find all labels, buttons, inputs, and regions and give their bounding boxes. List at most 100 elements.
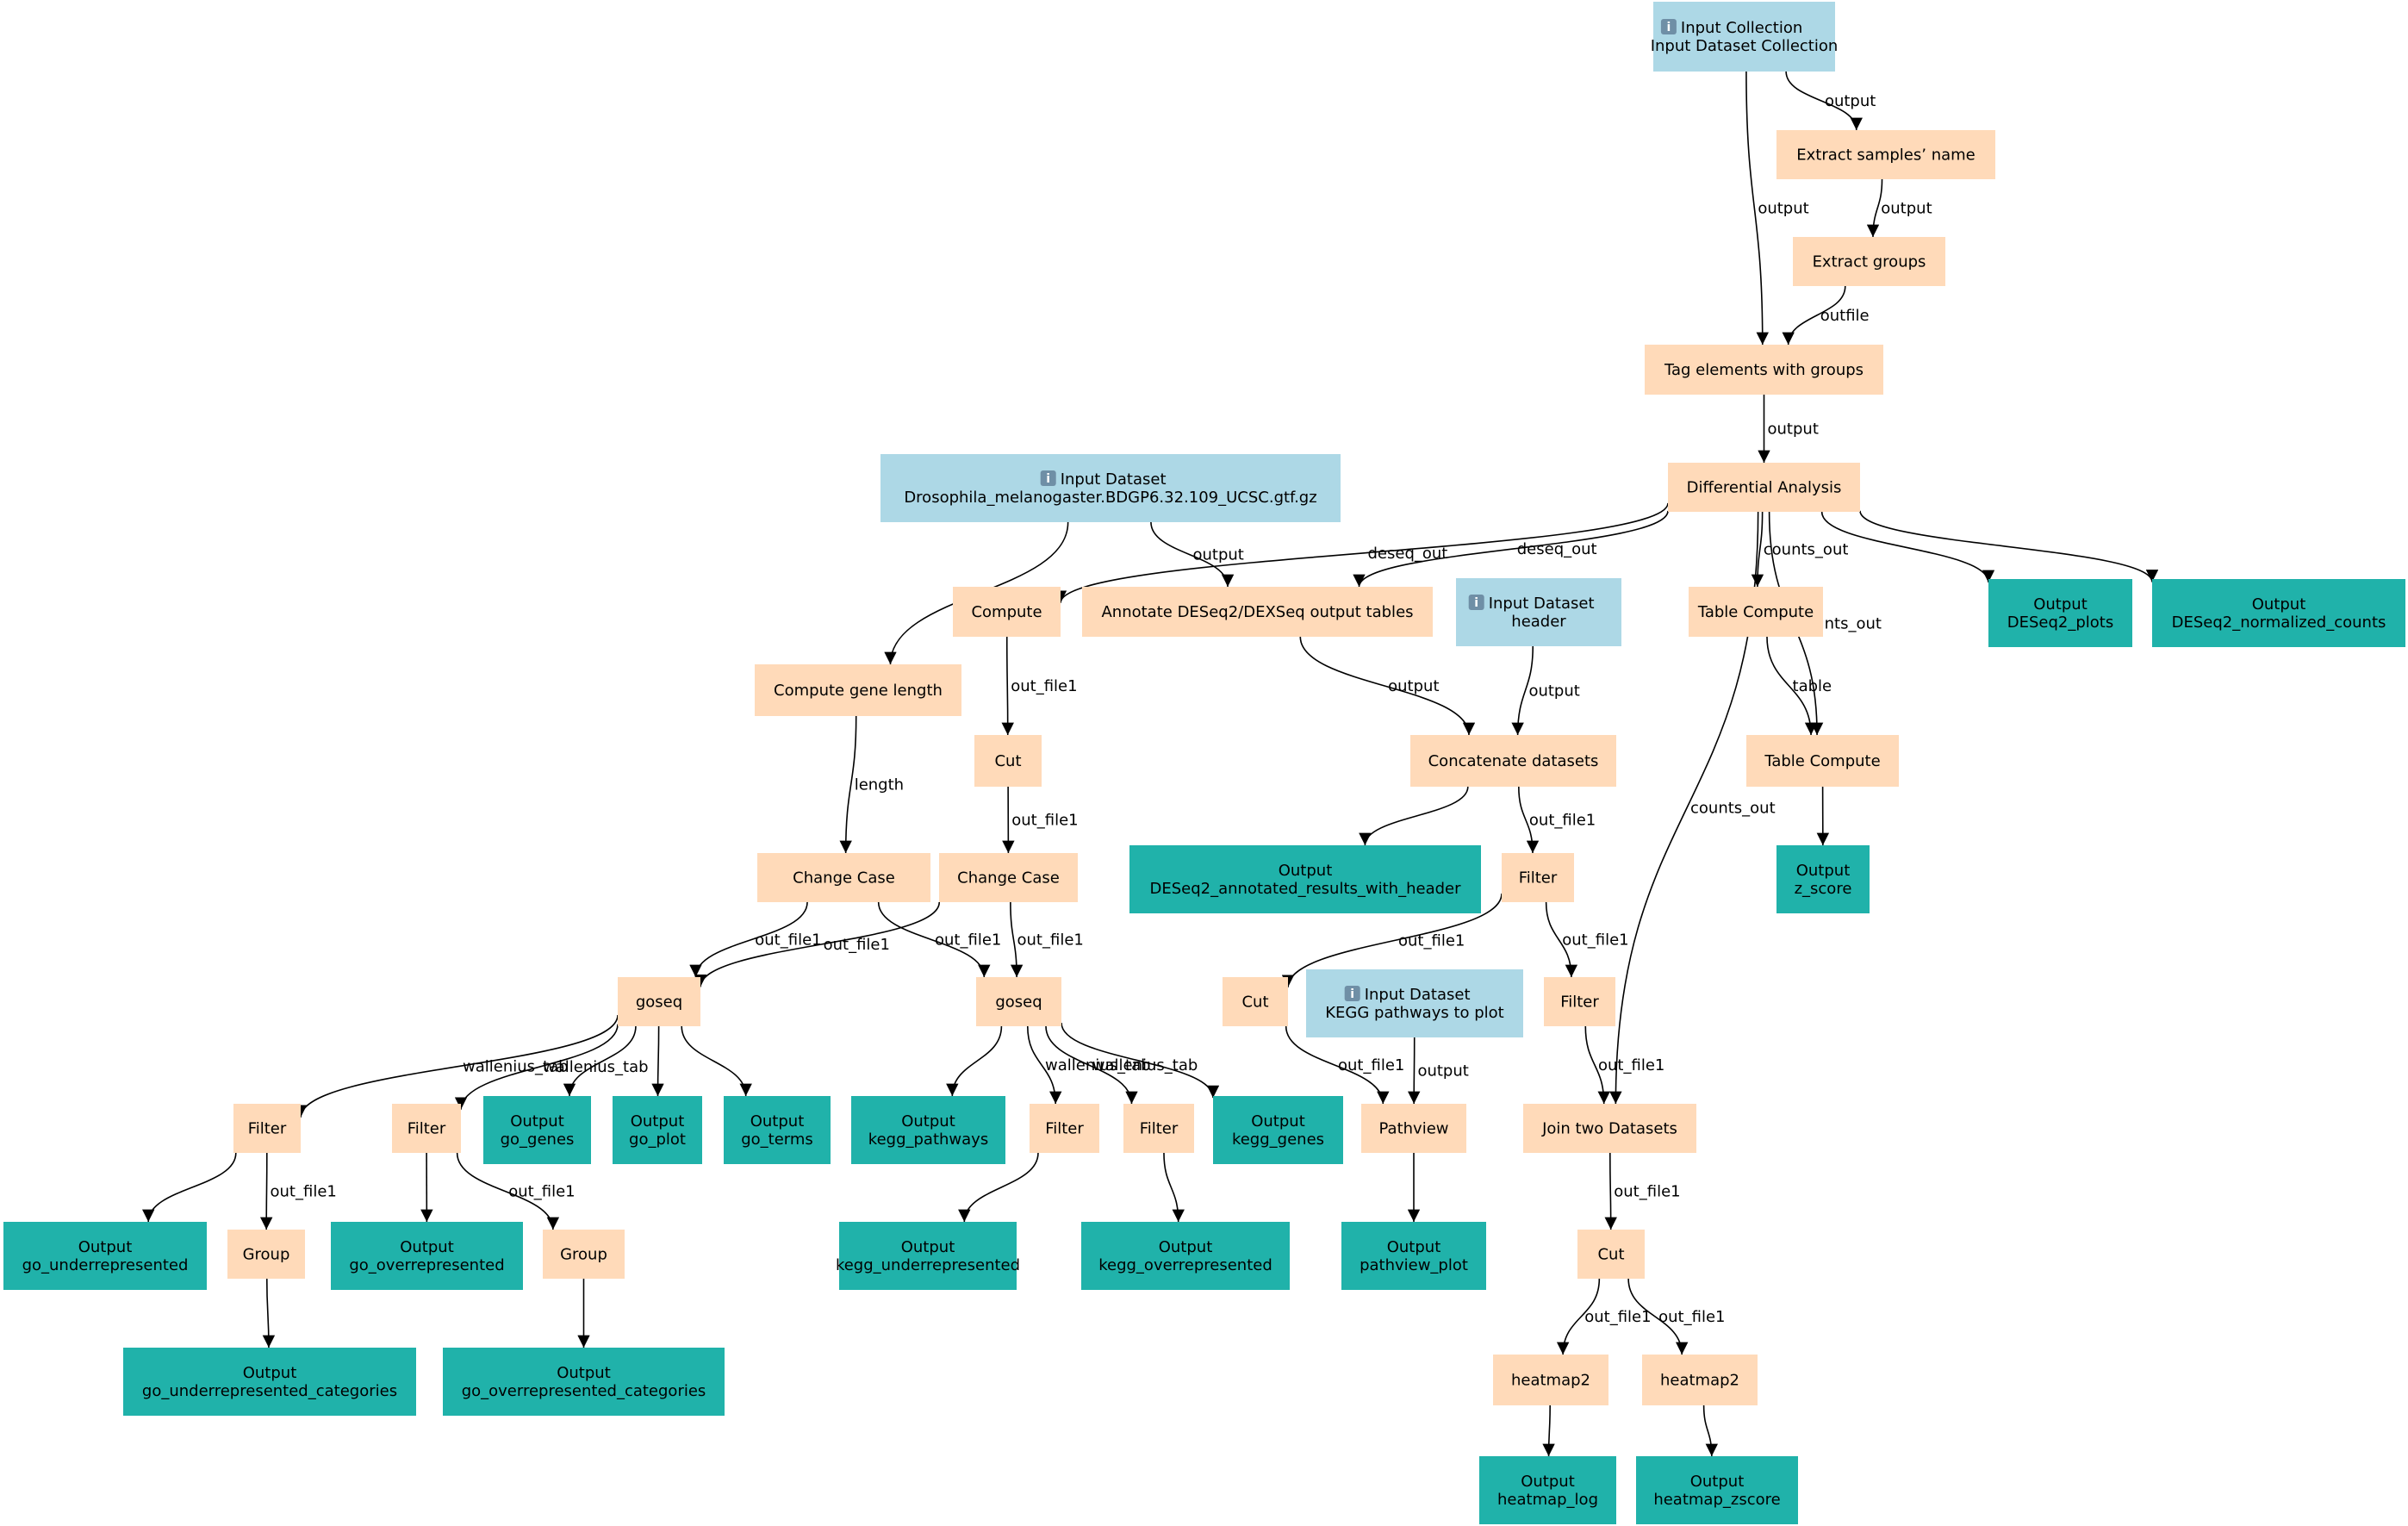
step-node-pathview[interactable]: Pathview (1361, 1104, 1466, 1153)
output-node-deseq2-annotated-results-with-header[interactable]: OutputDESeq2_annotated_results_with_head… (1129, 845, 1481, 913)
edge-line (1359, 786, 1469, 846)
node-title: Output (901, 1238, 955, 1256)
edge-label: output (1758, 200, 1808, 218)
step-node-compute-gene-length[interactable]: Compute gene length (755, 664, 961, 716)
node-box (976, 977, 1061, 1026)
edge-n6-n13: out_file1 (1001, 636, 1078, 736)
node-subtitle: kegg_genes (1232, 1130, 1324, 1149)
node-title: Compute (971, 603, 1042, 621)
edge-n4-n6: deseq_out (1054, 502, 1669, 603)
node-box (1502, 853, 1574, 902)
node-title: Output (901, 1112, 955, 1130)
step-node-cut[interactable]: Cut (1577, 1230, 1645, 1279)
edge-line (651, 1025, 664, 1097)
edge-line (1627, 1278, 1689, 1355)
node-box (483, 1096, 591, 1164)
edge-line (1859, 510, 2159, 582)
edge-n25-n37 (142, 1152, 237, 1223)
node-box (1361, 1104, 1466, 1153)
step-node-extract-groups[interactable]: Extract groups (1793, 237, 1945, 286)
node-subtitle: KEGG pathways to plot (1325, 1004, 1504, 1022)
step-node-filter[interactable]: Filter (392, 1104, 461, 1153)
node-title: Output (1690, 1473, 1745, 1491)
step-node-heatmap2[interactable]: heatmap2 (1642, 1355, 1758, 1405)
step-node-goseq[interactable]: goseq (976, 977, 1061, 1026)
step-node-filter[interactable]: Filter (1502, 853, 1574, 902)
step-node-group[interactable]: Group (227, 1230, 305, 1279)
step-node-table-compute[interactable]: Table Compute (1689, 587, 1823, 637)
node-subtitle: header (1511, 613, 1566, 631)
edge-n21-n25: wallenius_tab (294, 1014, 619, 1118)
step-node-concatenate-datasets[interactable]: Concatenate datasets (1410, 735, 1616, 787)
step-node-tag-elements-with-groups[interactable]: Tag elements with groups (1645, 345, 1883, 395)
step-node-cut[interactable]: Cut (974, 735, 1042, 787)
step-node-group[interactable]: Group (543, 1230, 625, 1279)
step-node-filter[interactable]: Filter (1544, 977, 1615, 1026)
step-node-goseq[interactable]: goseq (618, 977, 700, 1026)
step-node-cut[interactable]: Cut (1223, 977, 1288, 1026)
edge-line (1766, 636, 1818, 736)
edge-n19-n23: out_file1 (1281, 893, 1503, 987)
step-node-extract-samples-name[interactable]: Extract samples’ name (1776, 130, 1995, 179)
edge-label: wallenius_tab (543, 1058, 649, 1076)
node-subtitle: go_underrepresented (22, 1256, 189, 1274)
step-node-differential-analysis[interactable]: Differential Analysis (1668, 463, 1860, 512)
edge-line (1511, 645, 1534, 736)
edge-line (1751, 511, 1764, 588)
step-node-change-case[interactable]: Change Case (939, 853, 1078, 902)
step-node-filter[interactable]: Filter (1123, 1104, 1194, 1153)
node-box (2152, 579, 2405, 647)
step-node-annotate-deseq2-dexseq-output-tables[interactable]: Annotate DESeq2/DEXSeq output tables (1082, 587, 1433, 637)
step-node-join-two-datasets[interactable]: Join two Datasets (1523, 1104, 1696, 1153)
node-box (331, 1222, 523, 1290)
step-node-change-case[interactable]: Change Case (757, 853, 930, 902)
step-node-filter[interactable]: Filter (1030, 1104, 1099, 1153)
edge-line (1408, 1037, 1421, 1105)
edge-n9-n15: table (1766, 636, 1832, 736)
node-subtitle: go_overrepresented_categories (462, 1382, 706, 1400)
node-title: Output (510, 1112, 564, 1130)
node-box (1341, 1222, 1486, 1290)
edge-line (454, 1024, 619, 1110)
edge-n44-n47: out_file1 (1556, 1278, 1652, 1355)
edge-n33-n42 (1163, 1152, 1185, 1223)
step-node-compute[interactable]: Compute (953, 587, 1061, 637)
node-subtitle: DESeq2_plots (2007, 614, 2114, 632)
step-node-table-compute[interactable]: Table Compute (1746, 735, 1899, 787)
edge-label: length (855, 776, 904, 794)
info-icon: i (1660, 19, 1677, 34)
edge-n32-n41 (958, 1152, 1039, 1223)
edge-line (1702, 1405, 1719, 1457)
node-box (755, 664, 961, 716)
step-node-heatmap2[interactable]: heatmap2 (1493, 1355, 1608, 1405)
node-box (1645, 345, 1883, 395)
node-subtitle: z_score (1795, 880, 1852, 898)
step-node-filter[interactable]: Filter (233, 1104, 301, 1153)
node-title: Output (1279, 862, 1333, 880)
node-box (1653, 2, 1835, 72)
info-icon: i (1468, 595, 1484, 610)
node-box (1544, 977, 1615, 1026)
